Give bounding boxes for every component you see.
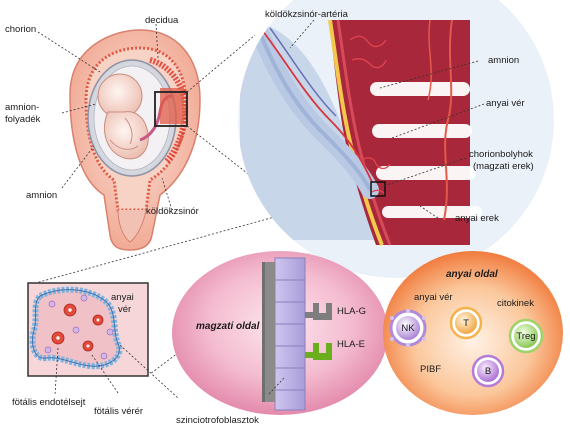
fetal-blood-vessel-label: fötális vérér [94,406,144,417]
maternal-blood-label: anyai vér [486,98,525,109]
chorionic-villi-label-line2: (magzati erek) [473,161,534,172]
b-cell-label: B [484,366,492,377]
inset-maternal-blood-label-line1: anyai [111,292,134,303]
fetal-endothelial-label: fötális endotélsejt [12,397,86,408]
amniotic-fluid-label-line1: amnion- [5,102,40,113]
hla-g-receptor-icon [305,303,332,320]
hla-e-label: HLA-E [337,339,365,350]
villus-zoom-box [370,181,386,197]
treg-cell-label: Treg [516,331,536,342]
fetus [97,73,149,160]
inset-leader-lines [54,344,179,399]
syncytiotrophoblast-label: szinciotrofoblasztok [176,415,259,426]
b-cell [471,354,505,388]
maternal-side-title: anyai oldal [446,269,498,280]
amnion-label-right: amnion [488,55,520,66]
umbilical-artery-label: köldökzsinór-artéria [265,9,348,20]
villus-inset [27,282,149,377]
decidua-label: decidua [145,15,179,26]
maternal-blood-cells-label: anyai vér [414,292,453,303]
zoom-box [154,91,188,127]
leader-lines [37,19,485,219]
uterus-illustration [69,29,201,251]
chorion-label: chorion [5,24,37,35]
hla-g-label: HLA-G [337,306,367,317]
fetal-side-title: magzati oldal [196,321,260,332]
amniotic-fluid-label-line2: folyadék [5,114,41,125]
syncytiotrophoblast-column [262,257,306,411]
placenta-zoom [238,0,554,278]
umbilical-cord-label: köldökzsinór [146,206,199,217]
t-cell [449,306,483,340]
maternal-vessels-label: anyai erek [455,213,499,224]
t-cell-label: T [463,318,469,329]
nk-cell-label: NK [401,323,415,334]
pibf-label: PIBF [420,364,442,375]
hla-e-receptor-icon [305,343,332,360]
inset-maternal-blood-label-line2: vér [118,304,132,315]
cytokines-label: citokinek [497,298,534,309]
nk-cell [389,309,427,347]
amnion-label-left: amnion [26,190,58,201]
treg-cell [508,318,544,354]
chorionic-villi-label-line1: chorionbolyhok [469,149,533,160]
